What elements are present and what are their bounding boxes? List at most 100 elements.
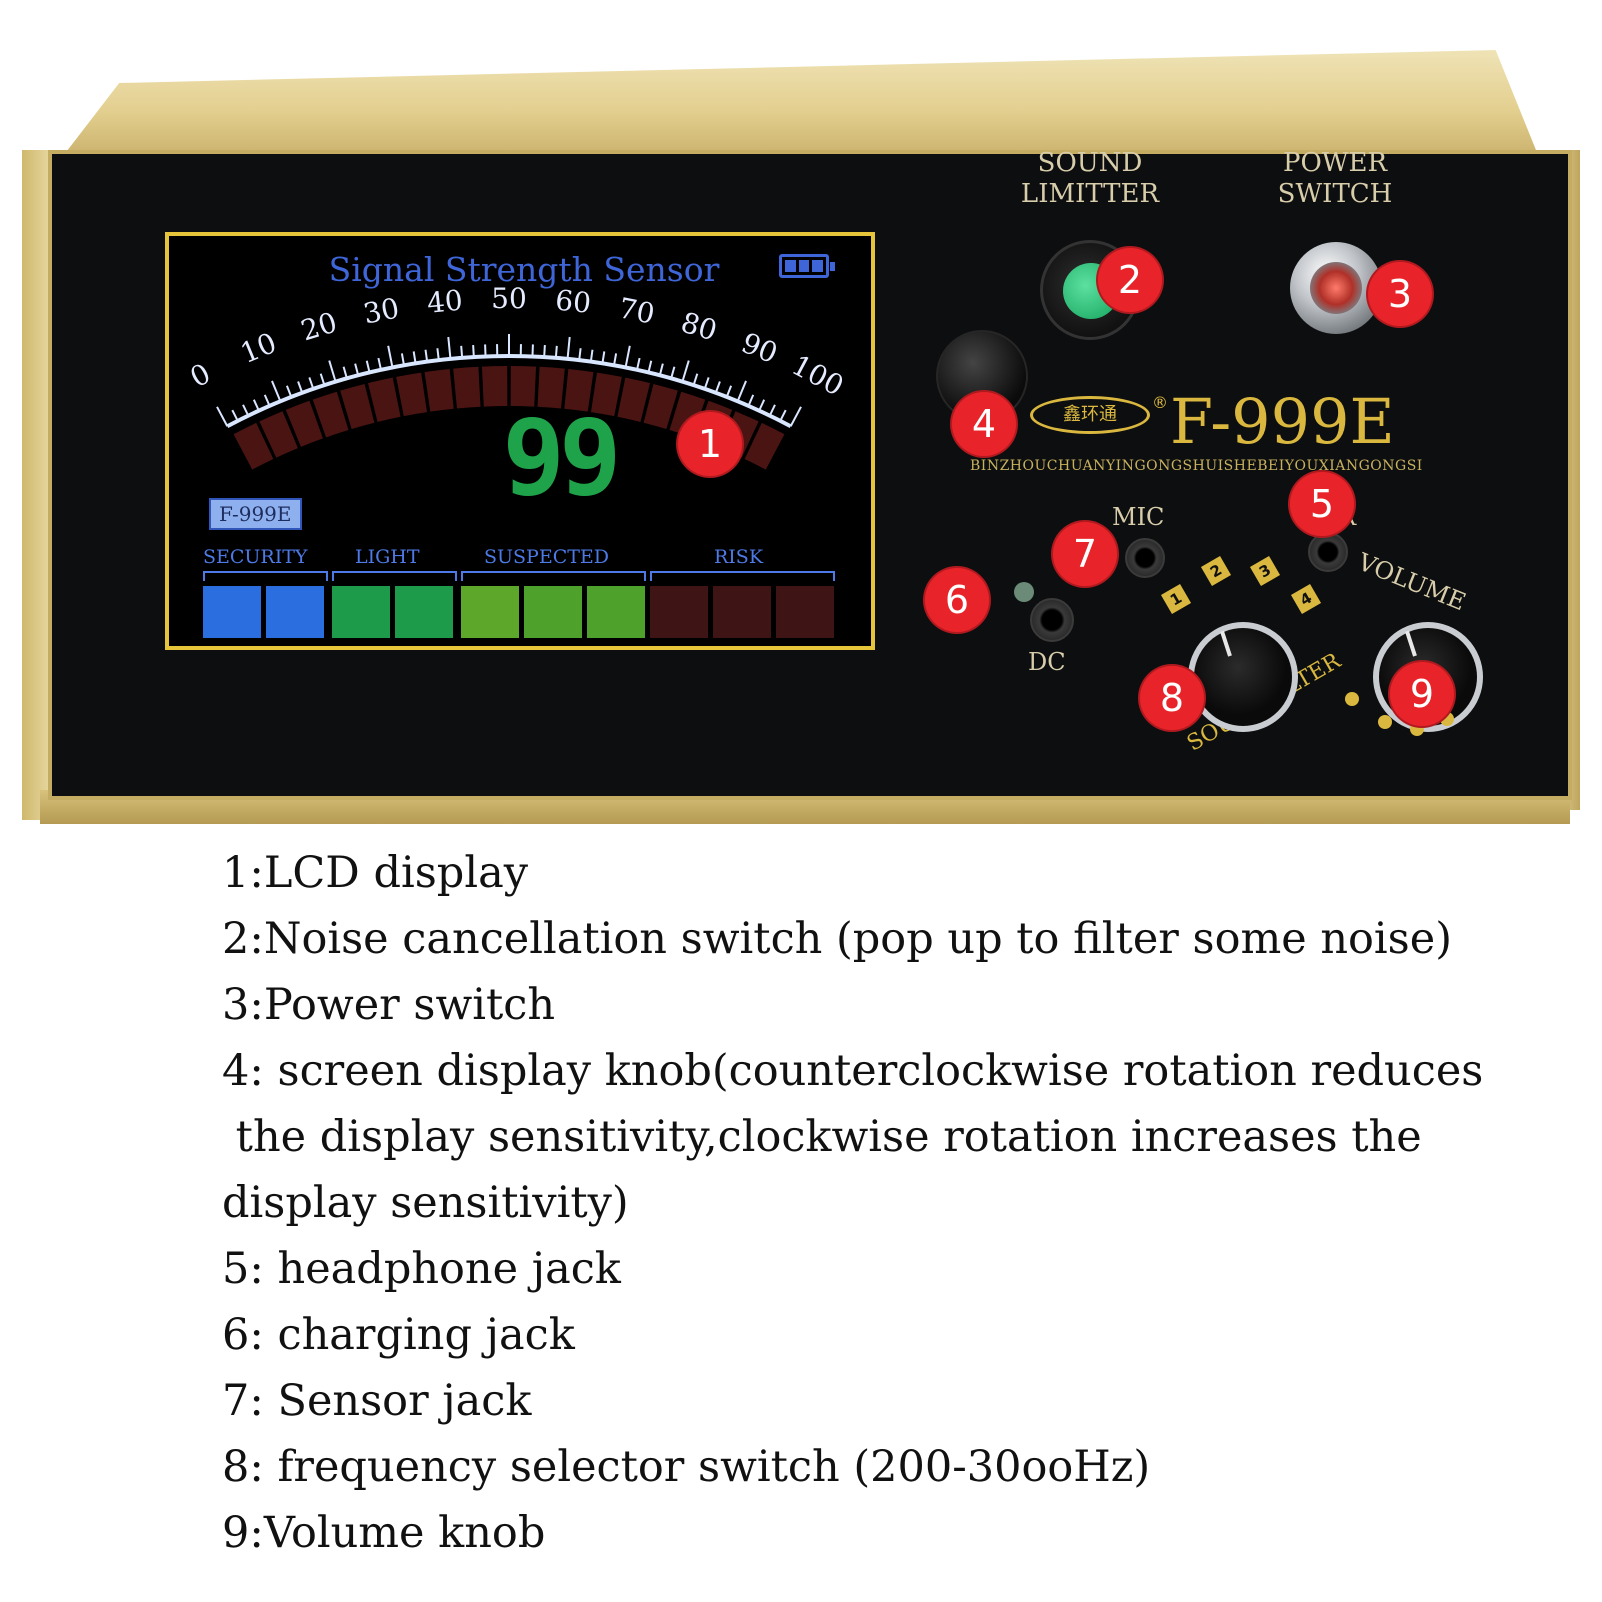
meter-tick — [400, 353, 405, 366]
meter-scale-label: 20 — [297, 306, 341, 348]
company-name: BINZHOUCHUANYINGONGSHUISHEBEIYOUXIANGONG… — [970, 458, 1423, 474]
callout-3: 3 — [1368, 262, 1432, 326]
callout-4: 4 — [952, 392, 1016, 456]
callout-9: 9 — [1390, 662, 1454, 726]
lcd-model-badge: F-999E — [209, 498, 302, 530]
legend-line-10: 8: frequency selector switch (200-30ooHz… — [222, 1442, 1151, 1492]
meter-scale-label: 30 — [361, 291, 402, 330]
model-name: F-999E — [1170, 385, 1395, 458]
meter-band-segment — [744, 422, 785, 470]
device-left-casing — [22, 150, 52, 820]
zone-bracket-risk — [650, 571, 835, 581]
meter-tick — [624, 345, 631, 368]
meter-tick — [271, 380, 282, 402]
meter-band-segment — [510, 366, 537, 407]
callout-2: 2 — [1098, 248, 1162, 312]
meter-tick — [613, 353, 618, 366]
dc-charging-jack[interactable] — [1030, 598, 1074, 642]
meter-band-segment — [285, 400, 323, 447]
zone-label-risk: RISK — [714, 546, 764, 568]
callout-7: 7 — [1053, 522, 1117, 586]
signal-level-segment — [395, 586, 453, 638]
legend-line-2: 2:Noise cancellation switch (pop up to f… — [222, 914, 1452, 964]
frequency-selector-knob[interactable] — [1188, 622, 1298, 732]
sound-limiter-label: SOUND LIMITTER — [1020, 148, 1160, 210]
meter-tick — [436, 348, 440, 361]
meter-band-segment — [590, 372, 622, 417]
meter-scale-label: 80 — [677, 306, 721, 348]
lcd-title: Signal Strength Sensor — [328, 250, 720, 289]
meter-scale-label: 70 — [616, 291, 657, 330]
meter-tick — [636, 357, 641, 371]
meter-scale-label: 50 — [491, 282, 527, 315]
meter-band-segment — [396, 372, 428, 417]
meter-band-segment — [424, 368, 454, 412]
device-top-casing — [60, 50, 1540, 160]
meter-band-segment — [367, 377, 401, 422]
zone-bracket-security — [203, 571, 328, 581]
legend: 1:LCD display 2:Noise cancellation switc… — [222, 840, 1582, 1566]
meter-tick — [365, 360, 371, 373]
legend-line-9: 7: Sensor jack — [222, 1376, 532, 1426]
callout-6: 6 — [925, 568, 989, 632]
power-switch-button[interactable] — [1290, 242, 1382, 334]
meter-tick — [308, 377, 315, 390]
meter-tick — [377, 357, 382, 371]
legend-line-1: 1:LCD display — [222, 848, 528, 898]
meter-tick — [789, 406, 802, 427]
charging-led — [1014, 582, 1034, 602]
meter-scale-label: 10 — [236, 326, 282, 370]
volume-dot-2 — [1378, 715, 1392, 729]
meter-tick — [328, 360, 337, 382]
meter-tick — [714, 381, 721, 394]
meter-tick — [354, 363, 360, 376]
meter-tick — [758, 399, 766, 412]
legend-line-11: 9:Volume knob — [222, 1508, 546, 1558]
meter-scale-label: 90 — [737, 326, 783, 370]
registered-mark: ® — [1152, 393, 1168, 412]
zone-label-security: SECURITY — [203, 546, 308, 568]
signal-level-segment — [461, 586, 519, 638]
meter-band-segment — [259, 411, 298, 458]
meter-scale-label: 100 — [786, 348, 849, 402]
meter-arc-line — [226, 354, 792, 428]
legend-line-4: 4: screen display knob(counterclockwise … — [222, 1046, 1484, 1096]
meter-tick — [647, 360, 653, 373]
meter-band-segment — [537, 366, 565, 409]
meter-tick — [242, 404, 250, 417]
meter-scale-label: 60 — [554, 283, 593, 319]
legend-line-3: 3:Power switch — [222, 980, 556, 1030]
signal-level-segment — [524, 586, 582, 638]
meter-tick — [589, 349, 594, 362]
signal-level-segment — [203, 586, 261, 638]
meter-scale-label: 0 — [185, 357, 216, 395]
zone-label-light: LIGHT — [355, 546, 420, 568]
meter-tick — [578, 348, 582, 361]
meter-tick — [342, 366, 348, 379]
legend-line-7: 5: headphone jack — [222, 1244, 621, 1294]
signal-level-segment — [332, 586, 390, 638]
meter-tick — [472, 344, 475, 358]
meter-tick — [658, 363, 664, 376]
meter-tick — [424, 349, 429, 362]
meter-tick — [412, 351, 417, 364]
legend-line-8: 6: charging jack — [222, 1310, 575, 1360]
signal-reading: 99 — [502, 397, 621, 519]
signal-level-segment — [587, 586, 645, 638]
meter-tick — [216, 406, 229, 427]
meter-tick — [681, 360, 690, 382]
mic-sensor-jack[interactable] — [1125, 538, 1165, 578]
legend-line-6: display sensitivity) — [222, 1178, 629, 1228]
meter-scale-label: 40 — [425, 283, 464, 319]
meter-tick — [263, 394, 271, 407]
meter-tick — [703, 377, 710, 390]
battery-full-icon — [779, 254, 835, 278]
callout-8: 8 — [1140, 666, 1204, 730]
callout-1: 1 — [678, 412, 742, 476]
power-switch-label: POWER SWITCH — [1277, 148, 1393, 210]
meter-band-segment — [564, 368, 594, 412]
headphone-jack[interactable] — [1308, 532, 1348, 572]
meter-tick — [460, 345, 464, 358]
meter-tick — [779, 409, 787, 422]
